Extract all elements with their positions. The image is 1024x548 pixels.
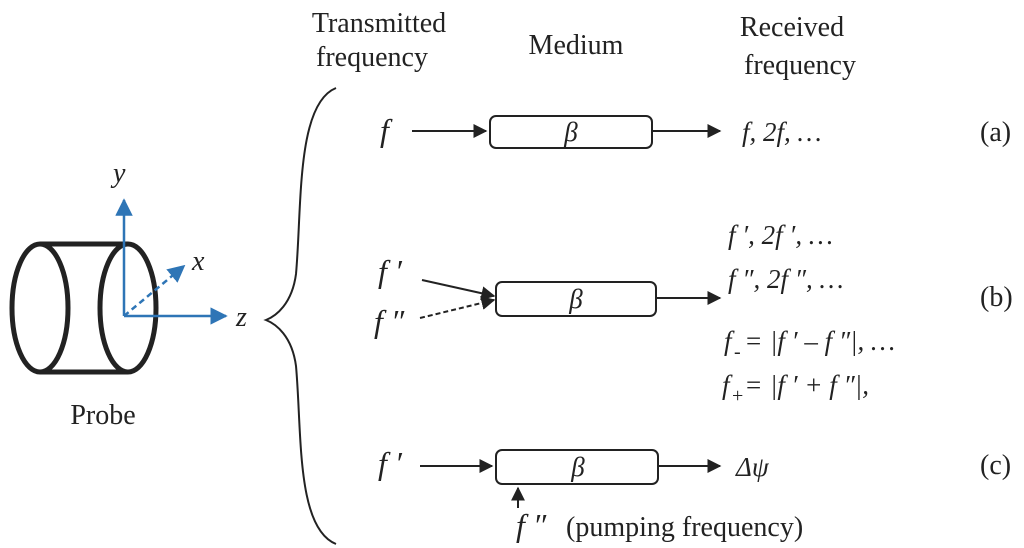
y-axis-label: y [110,158,126,189]
probe: y x z Probe [9,158,247,431]
case-b-input-2: f ″ [374,303,405,339]
case-c-output: Δψ [735,452,770,482]
case-b-input-1-arrow [421,279,496,301]
column-headers: Transmitted frequency Medium Received fr… [312,8,856,81]
case-b-output-harmonics-2: f ″, 2f ″, … [728,264,844,294]
case-c-input: f ′ [378,445,403,481]
case-c-label: (c) [980,450,1011,481]
case-b: f ′ f ″ β f ′, 2f ′, … f ″, 2f ″, … f - … [374,220,1013,407]
case-a: f β f, 2f, … (a) [380,112,1011,149]
curly-brace [263,87,337,545]
case-b-difference-symbol: f [724,326,735,356]
probe-front-face [97,241,159,375]
case-c-medium-beta: β [570,452,585,482]
case-b-input-1: f ′ [378,253,403,289]
case-b-medium-beta: β [568,284,583,314]
case-b-label: (b) [980,282,1013,313]
case-c-pump-frequency: f ″ [516,507,547,543]
case-b-difference-subscript: - [734,341,741,363]
case-a-label: (a) [980,117,1011,148]
case-a-output: f, 2f, … [742,117,822,147]
header-received-line2: frequency [744,50,856,81]
case-c: f ′ β Δψ f ″ (pumping frequency) (c) [378,445,1011,543]
case-a-input: f [380,112,393,148]
header-transmitted-line1: Transmitted [312,8,446,39]
z-axis-label: z [235,302,247,333]
header-transmitted-line2: frequency [316,42,428,73]
case-b-output-difference: |f ′ – f ″|, … [770,326,895,356]
x-axis-arrow [123,264,186,317]
probe-back-face [9,241,71,375]
case-c-pump-note: (pumping frequency) [566,512,803,543]
case-b-output-harmonics-1: f ′, 2f ′, … [728,220,833,250]
x-axis-label: x [191,246,205,277]
header-received-line1: Received [740,12,844,43]
case-b-sum-subscript: + [732,385,743,407]
case-b-difference-equals: = [746,326,761,356]
case-b-sum-symbol: f [722,370,733,400]
case-b-output-sum: |f ′ + f ″|, [770,370,869,400]
case-b-input-2-arrow [419,296,496,319]
case-b-sum-equals: = [746,370,761,400]
probe-label: Probe [70,400,135,431]
probe-body [40,241,128,375]
case-a-medium-beta: β [563,117,578,147]
header-medium: Medium [529,30,624,61]
